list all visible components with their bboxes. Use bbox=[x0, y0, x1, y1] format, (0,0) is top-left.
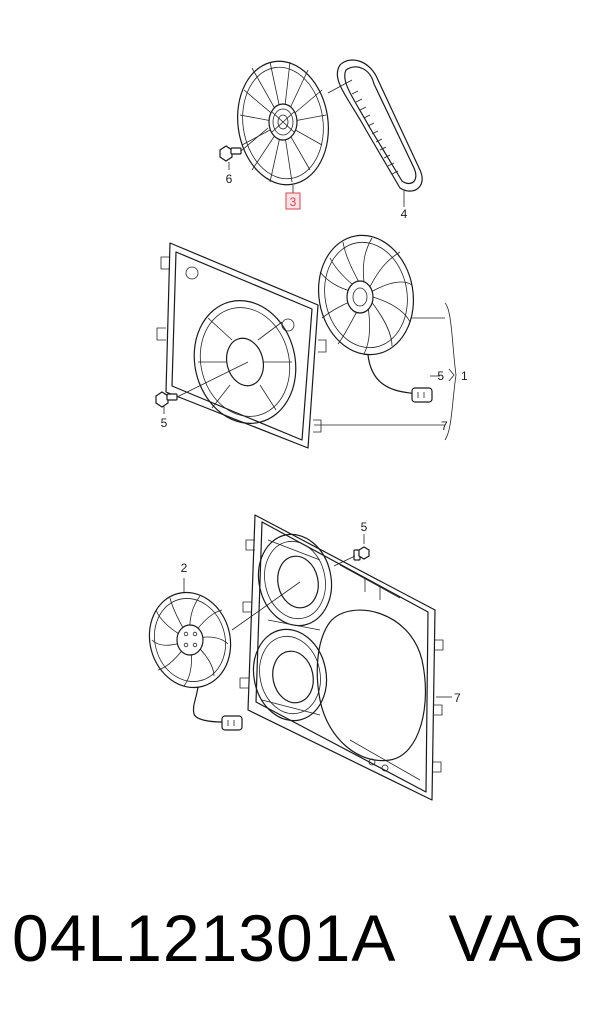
callout-group-one: 1 bbox=[461, 369, 468, 383]
bolt-middle-icon bbox=[155, 361, 249, 408]
bolt-bottom-icon bbox=[333, 534, 370, 567]
drive-belt bbox=[327, 59, 423, 192]
callout-bracket-mid: 7 bbox=[441, 419, 448, 433]
callout-bolt-bottom: 5 bbox=[361, 520, 368, 534]
callout-bolt-mid-left: 5 bbox=[161, 416, 168, 430]
part-number: 04L121301A bbox=[12, 901, 397, 975]
brand-name: VAG bbox=[448, 901, 586, 975]
callout-fan-clutch[interactable]: 3 bbox=[290, 195, 297, 209]
fan-shroud-middle bbox=[156, 242, 327, 449]
footer-bar: 04L121301A VAG bbox=[0, 893, 600, 983]
electric-fan-bottom bbox=[148, 578, 301, 731]
callout-bolt-top: 6 bbox=[226, 172, 233, 186]
bolt-top-icon bbox=[219, 127, 269, 162]
callout-fan-small: 2 bbox=[181, 561, 188, 575]
exploded-parts-diagram: 3 6 4 bbox=[148, 59, 468, 801]
callout-shroud-bottom: 7 bbox=[454, 691, 461, 705]
electric-fan-middle bbox=[317, 234, 433, 403]
viscous-fan-assembly bbox=[237, 60, 329, 186]
callout-group-bolt: 5 bbox=[437, 369, 444, 383]
callout-belt: 4 bbox=[401, 207, 408, 221]
fan-shroud-bottom bbox=[239, 514, 444, 801]
